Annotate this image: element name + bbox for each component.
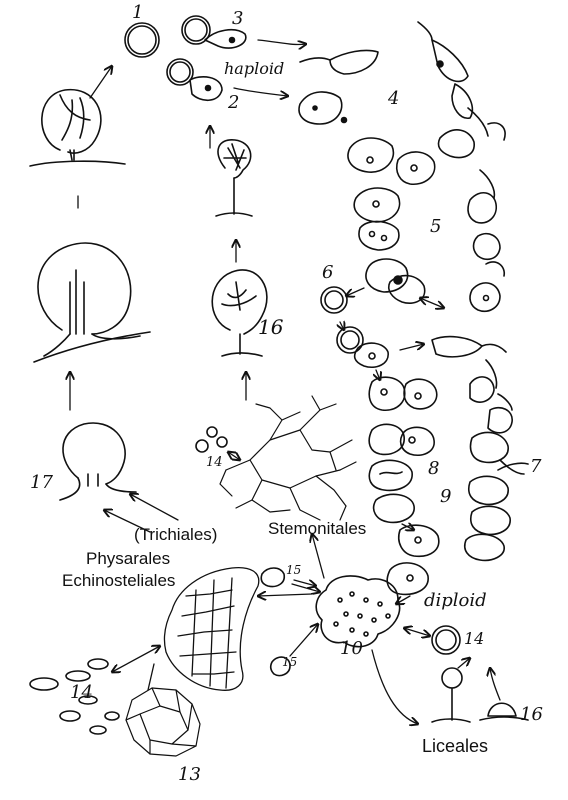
swarm-cells-right-column	[470, 262, 512, 433]
sporangium-stalked-center	[216, 140, 252, 216]
microcyst-14-right	[432, 626, 460, 654]
label-14-right: 14	[464, 629, 484, 648]
group-echinosteliales: Echinosteliales	[62, 571, 175, 590]
sclerotium-13	[126, 688, 200, 756]
plasmodium-10	[316, 576, 399, 647]
label-16-liceales: 16	[520, 704, 543, 725]
zygotes-7	[465, 432, 528, 560]
label-8: 8	[428, 458, 439, 479]
label-7: 7	[530, 456, 542, 477]
label-16-center: 16	[258, 315, 284, 339]
label-2: 2	[227, 92, 239, 113]
sporangium-16-center	[212, 270, 267, 356]
label-9: 9	[440, 486, 451, 507]
amoebae-fusing-6	[321, 259, 506, 367]
spore-germinating-2	[167, 59, 222, 100]
amoebae-5	[354, 170, 500, 259]
label-4: 4	[387, 88, 399, 109]
label-15-bottom: 15	[282, 655, 297, 669]
spore-1	[125, 23, 159, 57]
label-15-top: 15	[286, 563, 301, 577]
sporangium-dehiscing-left	[30, 90, 125, 166]
reticulate-plasmodium	[164, 568, 258, 691]
group-stemonitales: Stemonitales	[268, 519, 366, 538]
sporangia-16-liceales	[432, 668, 528, 722]
label-1: 1	[132, 2, 143, 23]
group-liceales: Liceales	[422, 736, 488, 756]
microcysts-14-center	[196, 427, 227, 452]
label-14-center: 14	[206, 455, 223, 470]
group-physarales: Physarales	[86, 549, 170, 568]
label-haploid: haploid	[224, 59, 284, 78]
amoeba-lower	[387, 563, 428, 594]
cells-15	[261, 568, 290, 676]
label-10: 10	[340, 638, 363, 659]
label-17: 17	[30, 472, 53, 493]
label-diploid: diploid	[424, 590, 487, 611]
swarm-cell-top-chain	[299, 22, 472, 124]
microcysts-14-left	[30, 659, 119, 734]
label-13: 13	[178, 764, 201, 785]
label-6: 6	[322, 262, 333, 283]
amoebae-4	[348, 108, 505, 184]
fruiting-body-17	[60, 423, 136, 500]
spore-germinating-3	[182, 16, 246, 48]
label-5: 5	[430, 216, 441, 237]
sporangium-large-left	[34, 243, 150, 362]
group-trichiales: (Trichiales)	[134, 525, 217, 544]
label-3: 3	[232, 8, 243, 29]
cycle-arrows	[70, 40, 500, 724]
label-14-left: 14	[70, 682, 93, 703]
plasmodial-network	[220, 396, 356, 520]
